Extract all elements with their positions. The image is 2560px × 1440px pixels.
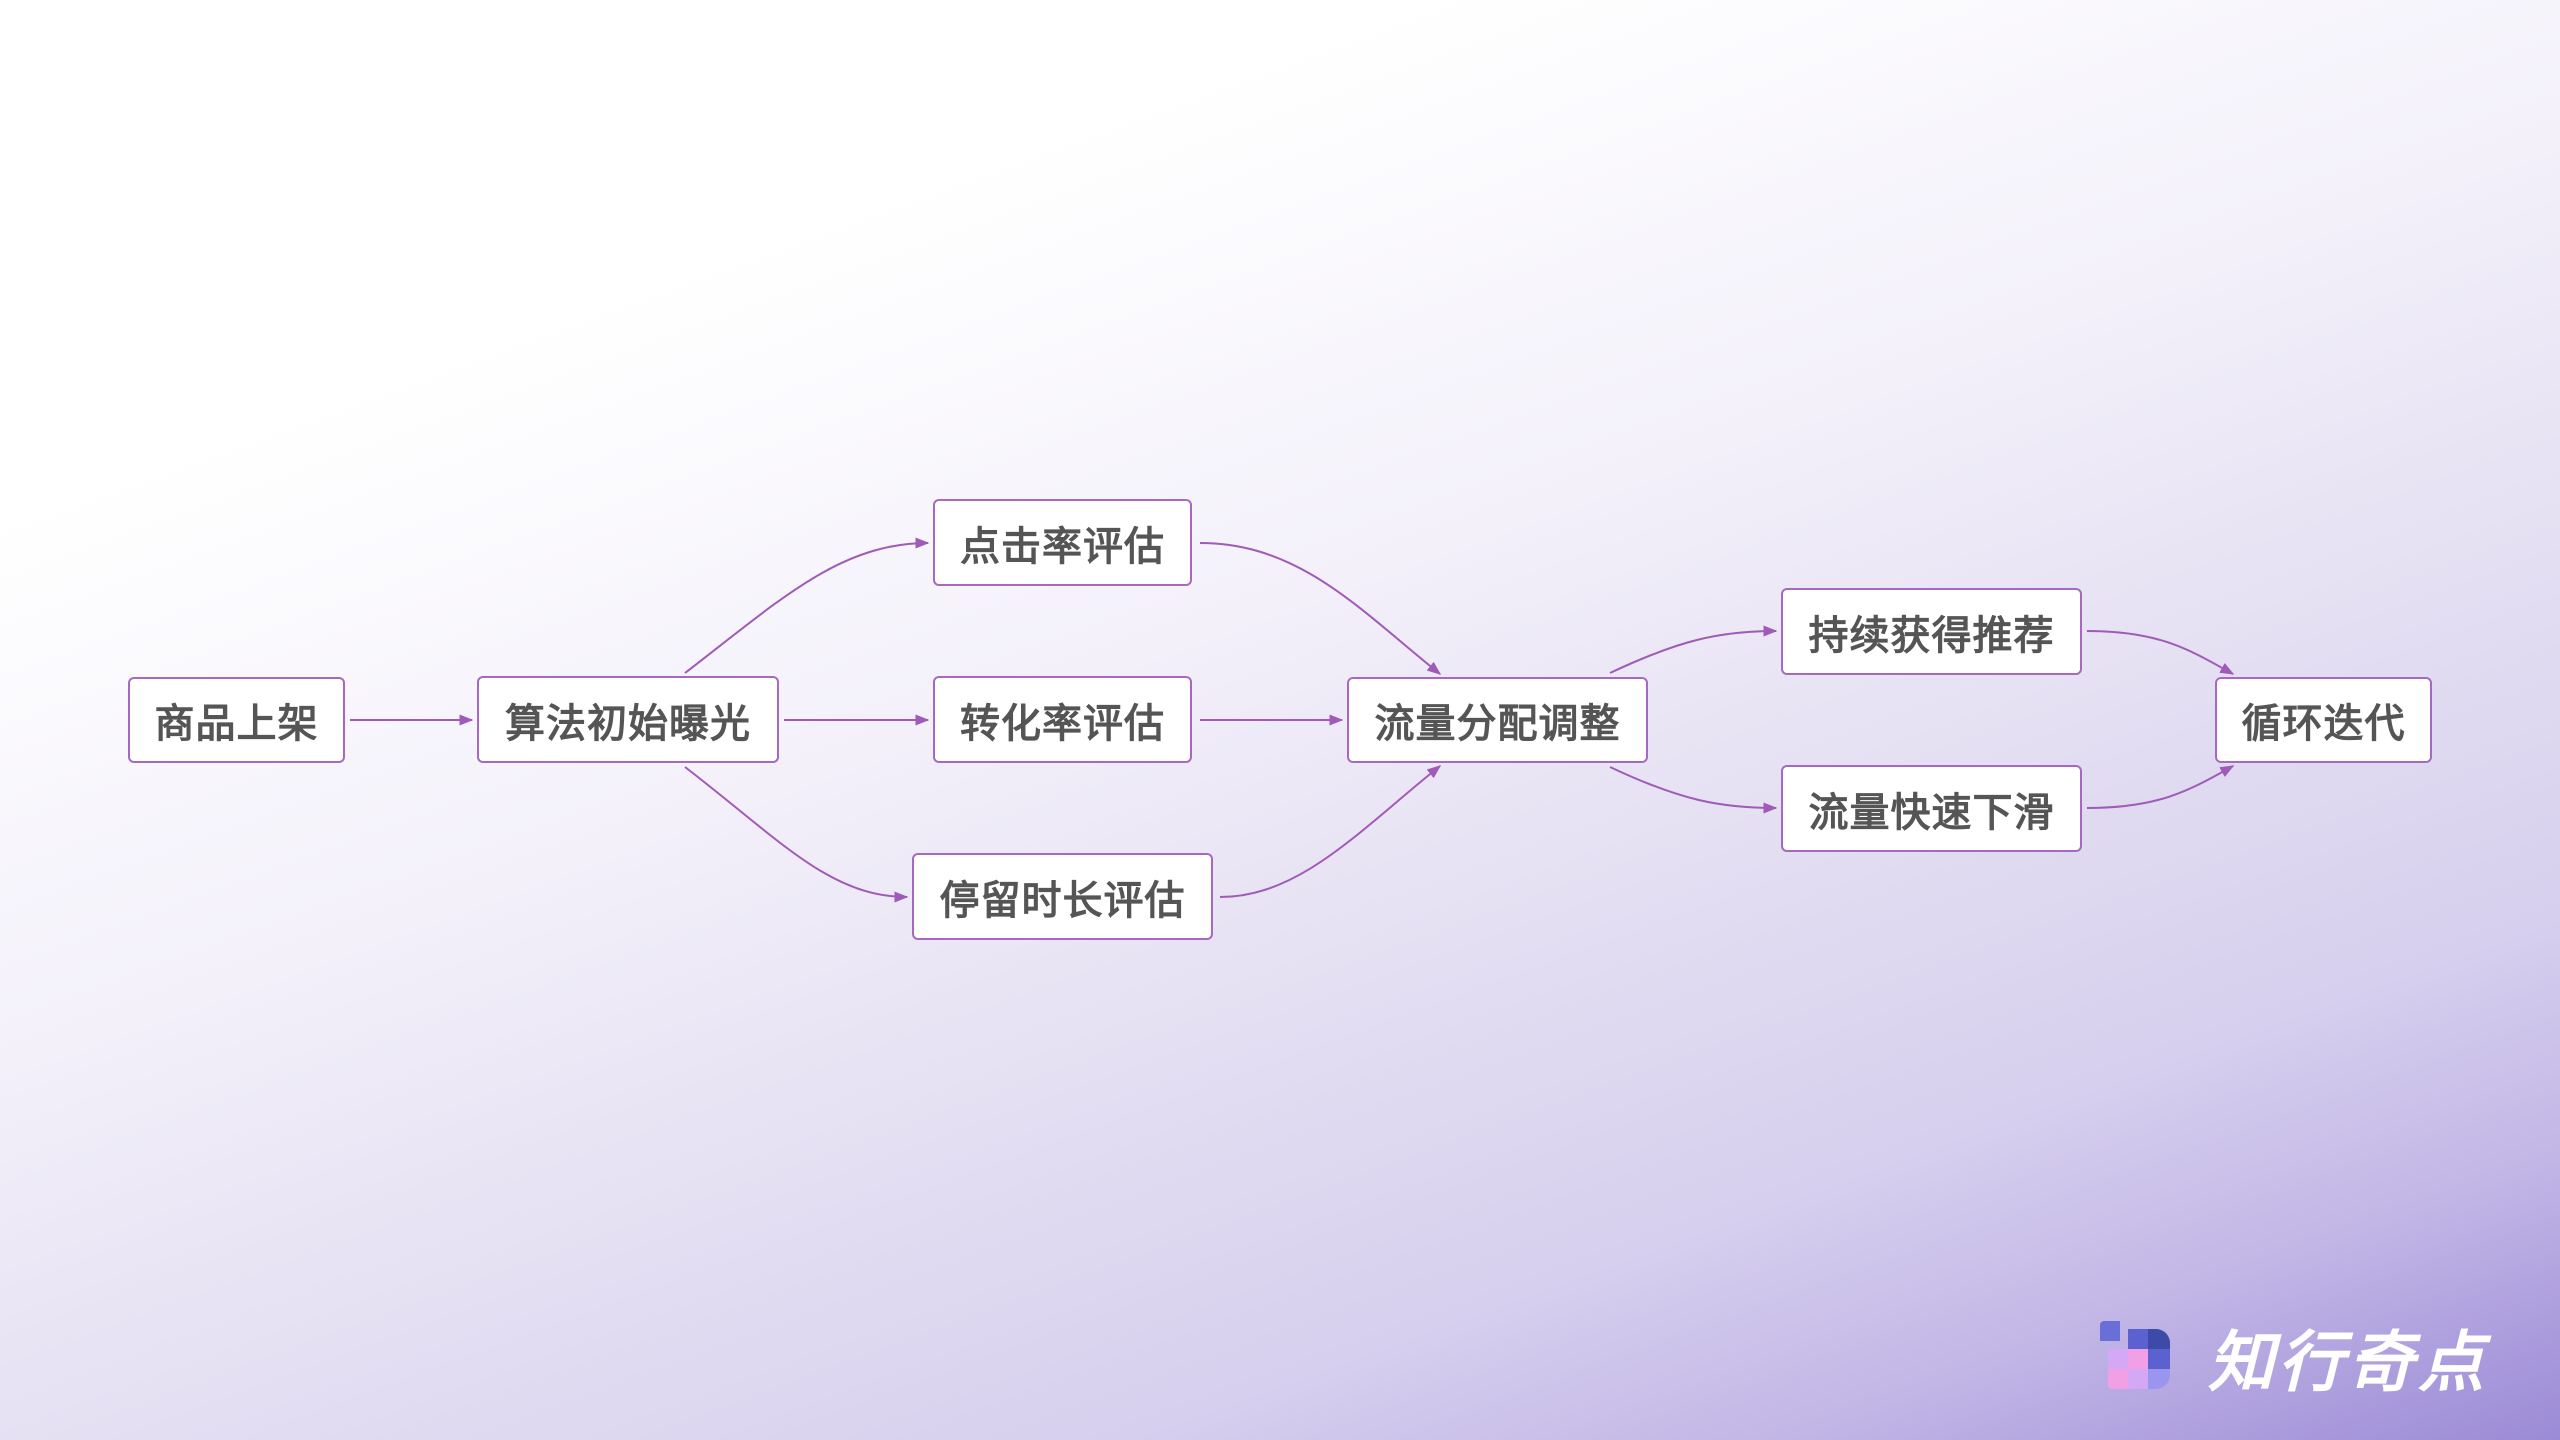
node-product-listing: 商品上架: [128, 677, 345, 763]
node-label: 商品上架: [154, 701, 319, 747]
node-label: 转化率评估: [960, 700, 1165, 747]
brand-logo-text: 知行奇点: [2208, 1324, 2488, 1401]
edge-dwell-to-adjust: [1219, 765, 1442, 898]
node-ctr-evaluation: 点击率评估: [933, 499, 1192, 586]
node-traffic-drop: 流量快速下滑: [1781, 765, 2082, 852]
edge-keep-to-iterate: [2086, 630, 2235, 675]
node-initial-exposure: 算法初始曝光: [477, 676, 779, 763]
node-iterate: 循环迭代: [2215, 677, 2432, 763]
node-label: 持续获得推荐: [1808, 612, 2055, 659]
node-label: 流量快速下滑: [1808, 789, 2055, 836]
node-label: 点击率评估: [960, 523, 1165, 570]
node-traffic-adjustment: 流量分配调整: [1347, 677, 1648, 763]
brand-logo: 知行奇点: [2100, 1312, 2488, 1402]
node-dwell-evaluation: 停留时长评估: [912, 853, 1213, 940]
node-label: 停留时长评估: [939, 877, 1186, 924]
node-cvr-evaluation: 转化率评估: [933, 676, 1192, 763]
edge-adjust-to-keep: [1609, 625, 1778, 674]
node-label: 算法初始曝光: [505, 700, 751, 747]
node-label: 循环迭代: [2241, 701, 2406, 747]
pixel-grid-logo-icon: [2100, 1321, 2172, 1393]
edge-drop-to-iterate: [2086, 765, 2235, 809]
edge-adjust-to-drop: [1609, 766, 1778, 814]
edge-ctr-to-adjust: [1199, 542, 1442, 675]
edge-exposure-to-ctr: [684, 537, 930, 674]
node-keep-recommended: 持续获得推荐: [1781, 588, 2082, 675]
node-label: 流量分配调整: [1374, 701, 1621, 747]
edge-exposure-to-dwell: [684, 766, 909, 903]
